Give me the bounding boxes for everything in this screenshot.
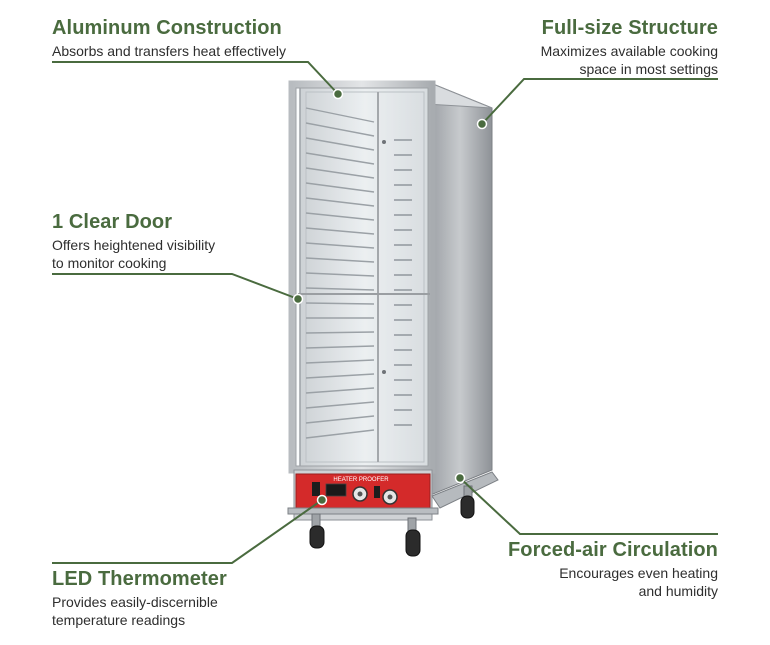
desc-line: and humidity [638, 583, 718, 599]
dot-fullsize [476, 118, 488, 130]
callout-description: Offers heightened visibility to monitor … [52, 236, 215, 272]
callout-title: Full-size Structure [541, 17, 718, 39]
callout-title: Aluminum Construction [52, 17, 282, 39]
callout-description: Maximizes available cooking space in mos… [541, 42, 718, 78]
callout-description: Encourages even heating and humidity [508, 564, 718, 600]
desc-line: Offers heightened visibility [52, 237, 216, 253]
callout-door: 1 Clear Door Offers heightened visibilit… [52, 210, 215, 272]
caster-wheels [309, 485, 475, 557]
leader-fullsize [481, 78, 718, 125]
desc-line: temperature readings [52, 612, 186, 628]
desc-line: Encourages even heating [559, 565, 718, 581]
dot-door [292, 293, 304, 305]
cabinet-interior [299, 85, 431, 469]
desc-line: space in most settings [579, 61, 718, 77]
power-switch [312, 482, 320, 496]
callout-forced-air: Forced-air Circulation Encourages even h… [508, 538, 718, 600]
callout-dots [292, 88, 488, 506]
callout-lines [52, 61, 718, 564]
callout-description: Absorbs and transfers heat effectively [52, 43, 286, 59]
callout-description: Provides easily-discernible temperature … [52, 593, 227, 629]
callout-title: LED Thermometer [52, 568, 227, 590]
dot-forced-air [454, 472, 466, 484]
desc-line: Provides easily-discernible [52, 594, 218, 610]
led-display [325, 483, 347, 497]
desc-line: Maximizes available cooking [540, 43, 718, 59]
left-rack-rails [305, 107, 375, 439]
clear-door [288, 80, 436, 474]
callout-title: 1 Clear Door [52, 211, 173, 233]
dot-aluminum [332, 88, 344, 100]
desc-line: to monitor cooking [52, 255, 167, 271]
panel-label: HEATER PROOFER [333, 477, 389, 483]
leader-forced-air [459, 477, 718, 535]
leader-door [52, 273, 299, 300]
right-rack-slots [394, 139, 412, 426]
callout-aluminum: Aluminum Construction Absorbs and transf… [52, 16, 286, 60]
callout-thermometer: LED Thermometer Provides easily-discerni… [52, 567, 227, 629]
dot-thermometer [316, 494, 328, 506]
callout-fullsize: Full-size Structure Maximizes available … [541, 16, 718, 78]
leader-thermometer [52, 499, 323, 564]
leader-aluminum [52, 61, 339, 95]
callout-title: Forced-air Circulation [507, 539, 718, 561]
